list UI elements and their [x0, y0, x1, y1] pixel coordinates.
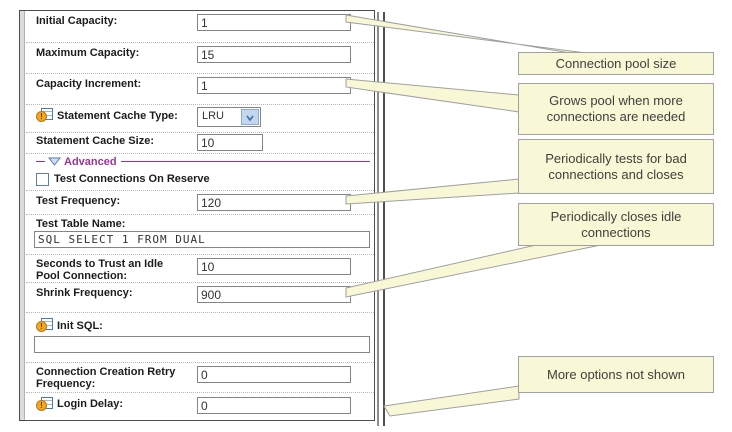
selected-option: LRU	[202, 110, 225, 122]
statement-cache-type-select[interactable]: LRU	[197, 107, 261, 127]
window-divider	[377, 12, 385, 426]
login-delay-input[interactable]	[197, 397, 351, 414]
callout-leader-line	[345, 78, 520, 113]
connection-creation-retry-input[interactable]	[197, 366, 351, 383]
form-row-initial-capacity: Initial Capacity:	[26, 11, 374, 43]
callout-leader-line	[345, 244, 602, 298]
form-row-shrink-frequency: Shrink Frequency:	[26, 283, 374, 313]
statement-cache-size-input[interactable]	[197, 134, 263, 151]
shrink-frequency-label: Shrink Frequency:	[36, 287, 133, 299]
callout-connection-pool-size: Connection pool size	[518, 52, 714, 75]
test-connections-on-reserve-checkbox[interactable]	[36, 173, 49, 186]
warning-note-icon: !	[36, 397, 53, 411]
dropdown-arrow-icon[interactable]	[241, 109, 259, 125]
chevron-down-icon[interactable]	[47, 153, 62, 171]
maximum-capacity-input[interactable]	[197, 46, 351, 63]
callout-more-options: More options not shown	[518, 356, 714, 393]
form-row-login-delay: ! Login Delay:	[26, 393, 374, 419]
init-sql-label: Init SQL:	[57, 320, 103, 332]
callout-leader-line	[345, 14, 587, 54]
callout-leader-line	[345, 178, 520, 205]
form-row-capacity-increment: Capacity Increment:	[26, 74, 374, 105]
form-row-connection-retry: Connection Creation Retry Frequency:	[26, 363, 374, 393]
test-frequency-input[interactable]	[197, 194, 351, 211]
capacity-increment-label: Capacity Increment:	[36, 78, 142, 90]
seconds-to-trust-label: Seconds to Trust an Idle Pool Connection…	[36, 258, 164, 282]
test-frequency-label: Test Frequency:	[36, 195, 121, 207]
test-table-name-label: Test Table Name:	[36, 218, 126, 230]
connection-pool-settings-form: Initial Capacity: Maximum Capacity: Capa…	[19, 10, 375, 421]
section-rule-left	[36, 161, 45, 162]
seconds-to-trust-input[interactable]	[197, 258, 351, 275]
test-connections-on-reserve-label: Test Connections On Reserve	[54, 173, 210, 185]
section-rule-right	[120, 161, 370, 162]
form-row-test-table-name: Test Table Name:	[26, 215, 374, 255]
init-sql-input[interactable]	[34, 336, 370, 353]
maximum-capacity-label: Maximum Capacity:	[36, 47, 140, 59]
form-row-maximum-capacity: Maximum Capacity:	[26, 43, 374, 74]
callout-grows-pool: Grows pool when more connections are nee…	[518, 83, 714, 135]
callout-leader-line	[383, 385, 520, 417]
warning-note-icon: !	[36, 318, 53, 332]
callout-text: More options not shown	[546, 366, 686, 382]
test-table-name-input[interactable]	[34, 231, 370, 248]
form-row-init-sql: ! Init SQL:	[26, 313, 374, 363]
initial-capacity-label: Initial Capacity:	[36, 15, 118, 27]
form-row-test-connections: Test Connections On Reserve	[26, 169, 374, 191]
callout-tests-bad-connections: Periodically tests for bad connections a…	[518, 139, 714, 194]
statement-cache-size-label: Statement Cache Size:	[36, 135, 154, 147]
callout-text: Periodically closes idle connections	[550, 208, 682, 240]
panel-left-gutter	[20, 11, 25, 420]
advanced-section-label[interactable]: Advanced	[64, 155, 117, 168]
form-row-test-frequency: Test Frequency:	[26, 191, 374, 215]
statement-cache-type-label: Statement Cache Type:	[57, 110, 178, 122]
form-row-seconds-to-trust: Seconds to Trust an Idle Pool Connection…	[26, 255, 374, 283]
callout-text: Grows pool when more connections are nee…	[546, 93, 686, 124]
connection-creation-retry-label: Connection Creation Retry Frequency:	[36, 366, 176, 390]
form-row-statement-cache-type: ! Statement Cache Type: LRU	[26, 105, 374, 133]
callout-text: Connection pool size	[555, 55, 677, 71]
callout-closes-idle-connections: Periodically closes idle connections	[518, 203, 714, 246]
warning-note-icon: !	[36, 108, 53, 122]
initial-capacity-input[interactable]	[197, 14, 351, 31]
advanced-section-row: Advanced	[26, 154, 374, 169]
shrink-frequency-input[interactable]	[197, 286, 351, 303]
callout-text: Periodically tests for bad connections a…	[545, 150, 687, 182]
form-row-statement-cache-size: Statement Cache Size:	[26, 133, 374, 154]
login-delay-label: Login Delay:	[57, 398, 124, 410]
capacity-increment-input[interactable]	[197, 77, 351, 94]
